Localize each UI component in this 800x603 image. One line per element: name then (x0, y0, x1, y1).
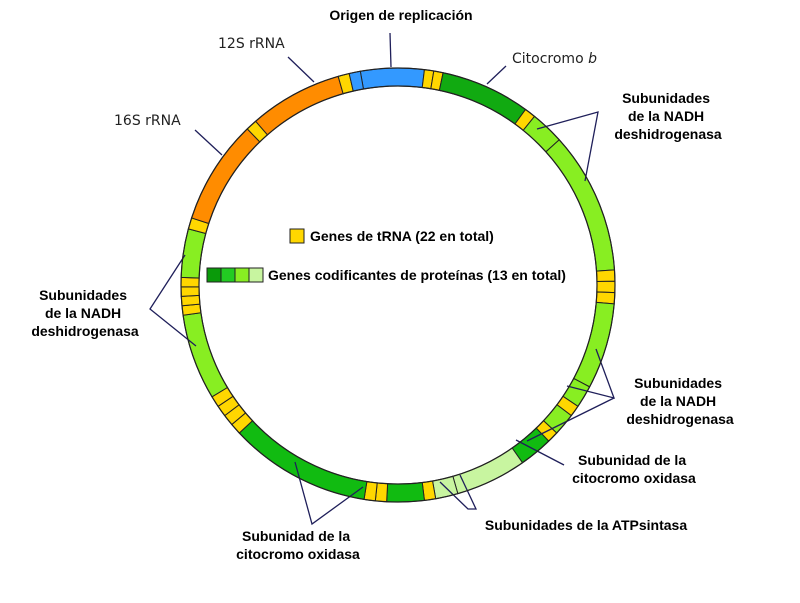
trna-segment (596, 280, 616, 294)
trna-segment (180, 286, 200, 297)
label-12s-rrna: 12S rRNA (218, 36, 285, 52)
trna-segment (180, 294, 201, 307)
trna-segment (595, 269, 616, 283)
leader-12s-rrna (287, 56, 315, 83)
legend-trna-label: Genes de tRNA (22 en total) (310, 228, 494, 244)
label-16s-rrna: 16S rRNA (114, 113, 181, 129)
legend-protein-label: Genes codificantes de proteínas (13 en t… (268, 267, 566, 283)
label-atp-synthase: Subunidades de la ATPsintasa (485, 517, 687, 533)
trna-segment (180, 276, 200, 288)
label-nadh-top: Subunidades de la NADH deshidrogenasa (614, 90, 722, 142)
legend-swatch-3 (234, 267, 250, 283)
ring-outer-outline (180, 67, 616, 503)
leader-cytochrome-b (486, 65, 507, 85)
nadh-segment (573, 301, 615, 388)
leader-nadh-left (149, 254, 197, 347)
leader-cox-right (515, 439, 565, 466)
ring-inner-outline (198, 85, 598, 485)
leader-16s-rrna (194, 129, 223, 156)
label-nadh-left: Subunidades de la NADH deshidrogenasa (31, 287, 139, 339)
cytochrome-b-segment (438, 72, 527, 125)
legend-protein-swatch (206, 267, 264, 283)
atp-segment (452, 447, 524, 495)
legend-swatch-1 (206, 267, 222, 283)
leader-origin (389, 32, 392, 68)
legend-trna-swatch (289, 228, 305, 244)
label-cox-bottom: Subunidad de la citocromo oxidasa (236, 528, 360, 562)
label-origin: Origen de replicación (329, 7, 472, 23)
legend-swatch-4 (248, 267, 264, 283)
label-cytochrome-b: Citocromo b (512, 51, 597, 67)
label-nadh-right: Subunidades de la NADH deshidrogenasa (626, 375, 734, 427)
leader-nadh-right-b (526, 397, 615, 442)
cox-segment (386, 481, 426, 503)
rrna16-segment (190, 128, 261, 225)
leader-nadh-top (536, 111, 599, 182)
ring-segments (180, 67, 616, 503)
leader-lines (149, 32, 616, 526)
legend-swatch-2 (220, 267, 236, 283)
label-cox-right: Subunidad de la citocromo oxidasa (572, 452, 696, 486)
legend: Genes de tRNA (22 en total) Genes codifi… (206, 228, 566, 283)
leader-atp (439, 474, 478, 510)
rrna12-segment (254, 75, 344, 136)
leader-cox-bottom (294, 461, 364, 526)
